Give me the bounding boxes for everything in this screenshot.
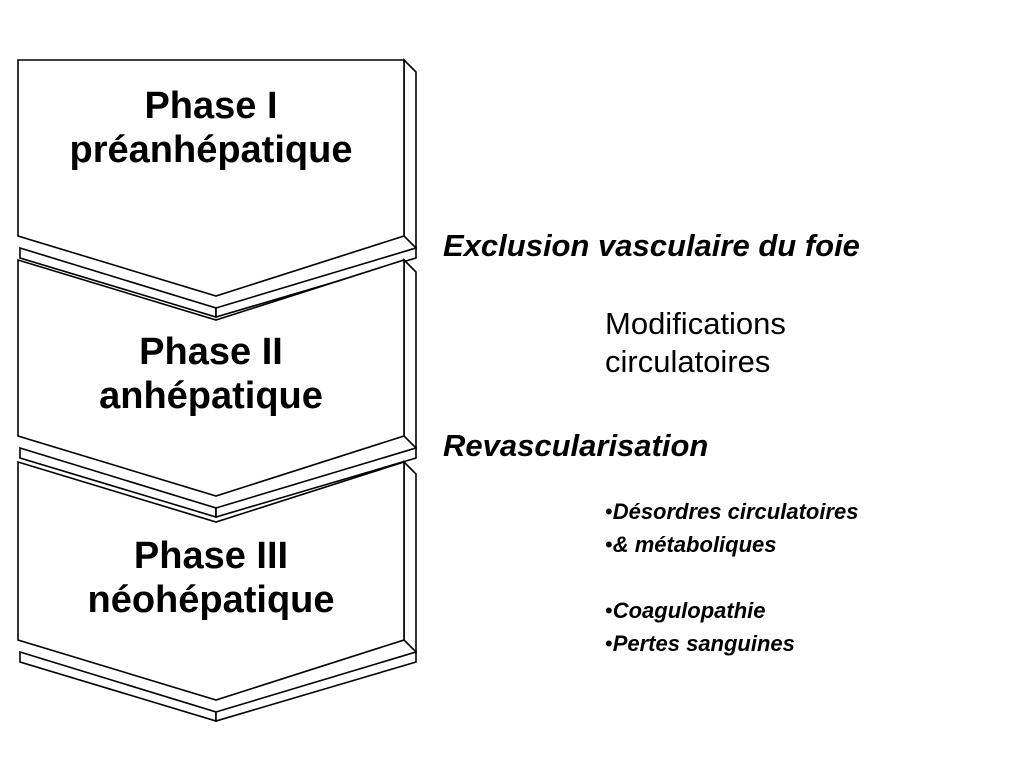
phase-1-name: Phase I	[144, 85, 278, 127]
phase-3-name: Phase III	[133, 535, 289, 577]
phase-3-label: néohépatique	[87, 579, 335, 621]
phase-1-title: Phase I préanhépatique	[16, 84, 406, 172]
chevron-phase-3	[17, 460, 417, 723]
phase-1-label: préanhépatique	[69, 129, 353, 171]
phase-2-name: Phase II	[139, 331, 283, 373]
chevron-phase-2	[17, 258, 417, 519]
bullet-icon: •	[605, 598, 613, 623]
bullet-icon: •	[605, 631, 613, 656]
bullet-icon: •	[605, 499, 613, 524]
list-item-text: Coagulopathie	[612, 598, 766, 623]
phase-2-title: Phase II anhépatique	[16, 330, 406, 418]
anhepatic-effects: Modifications circulatoires	[605, 305, 786, 381]
bullet-icon: •	[605, 532, 613, 557]
list-item-text: & métaboliques	[612, 532, 777, 557]
transition-label-vascular-exclusion: Exclusion vasculaire du foie	[443, 228, 860, 263]
list-item: •& métaboliques	[605, 528, 858, 561]
phase-3-title: Phase III néohépatique	[16, 534, 406, 622]
anhepatic-effects-line-1: Modifications	[605, 306, 786, 341]
transition-label-revascularisation: Revascularisation	[443, 428, 709, 463]
anhepatic-effects-line-2: circulatoires	[605, 344, 771, 379]
list-item: •Désordres circulatoires	[605, 495, 858, 528]
list-item-text: Désordres circulatoires	[612, 499, 859, 524]
list-item: •Pertes sanguines	[605, 627, 858, 660]
phase-2-label: anhépatique	[99, 375, 323, 417]
neohepatic-effects-list: •Désordres circulatoires •& métaboliques…	[605, 495, 858, 660]
list-item: •Coagulopathie	[605, 594, 858, 627]
chevron-phase-1	[17, 58, 417, 319]
list-item-text: Pertes sanguines	[612, 631, 795, 656]
